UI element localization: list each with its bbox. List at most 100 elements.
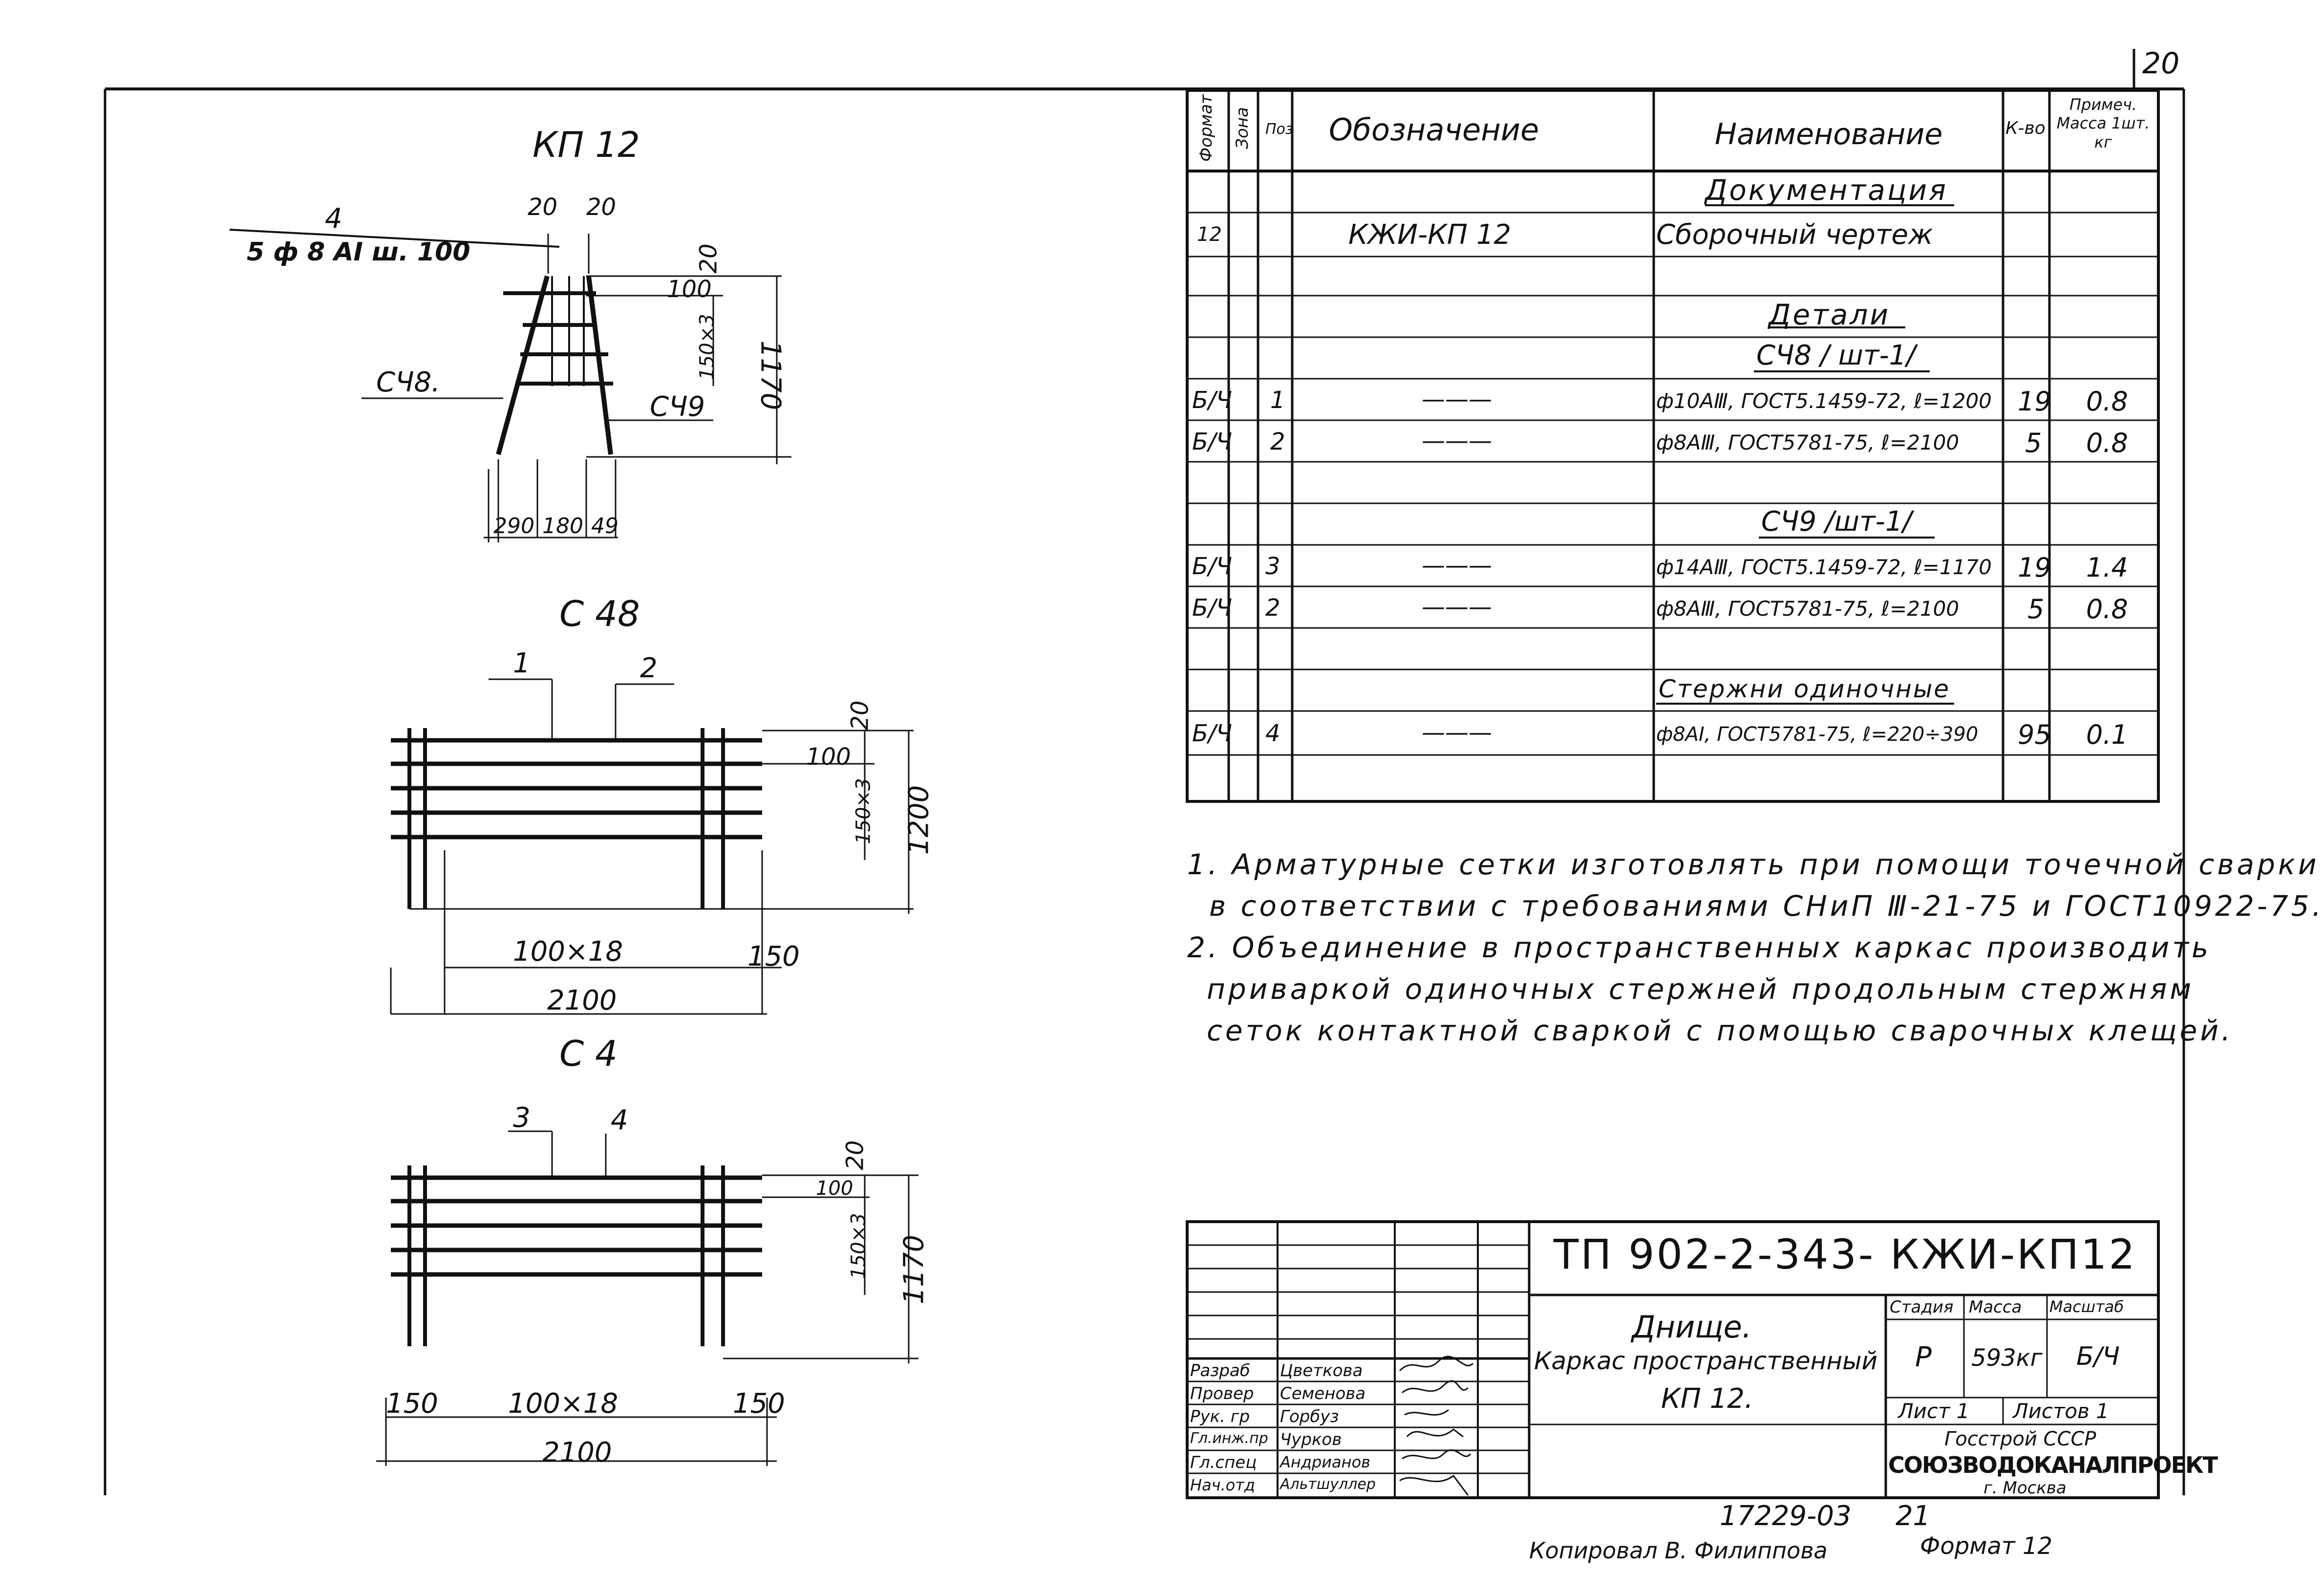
cell-name: Стержни одиночные (1659, 675, 1951, 703)
page-number: 20 (2142, 46, 2180, 81)
c4-dim-20: 20 (841, 1140, 869, 1170)
table-row: Б/Ч 3 ——— ф14AⅢ, ГОСТ5.1459-72, ℓ=1170 1… (1187, 545, 2158, 586)
cell-qty: 5 (2027, 594, 2045, 625)
c48-dim-2100: 2100 (547, 985, 617, 1016)
cell-name: Документация (1705, 173, 1948, 207)
cell-qty: 19 (2018, 552, 2051, 583)
scale-value: Б/Ч (2076, 1342, 2120, 1371)
cell-format: Б/Ч (1192, 553, 1233, 580)
staff-role: Гл.спец (1190, 1453, 1257, 1472)
sheet-format: Формат 12 (1920, 1532, 2053, 1560)
staff-name: Чурков (1280, 1430, 1342, 1449)
cell-qty: 19 (2018, 386, 2051, 417)
cell-pos: 2 (1270, 428, 1285, 455)
staff-name: Семенова (1280, 1384, 1366, 1403)
cell-pos: 3 (1265, 553, 1280, 580)
drawing-linework (104, 49, 2185, 1499)
mass-value: 593кг (1971, 1344, 2043, 1372)
staff-name: Цветкова (1280, 1361, 1363, 1380)
note-line: в соответствии с требованиями СНиП Ⅲ-21-… (1209, 889, 2324, 923)
c4-dim-150x3: 150×3 (847, 1213, 870, 1279)
staff-role: Нач.отд (1190, 1476, 1256, 1494)
staff-role: Рук. гр (1190, 1407, 1250, 1426)
scale-header: Масштаб (2049, 1297, 2124, 1316)
table-row (1187, 628, 2158, 669)
c48-dim-100: 100 (806, 743, 851, 771)
cell-designation: ——— (1422, 719, 1492, 746)
cell-mass: 0.8 (2086, 386, 2128, 417)
cell-designation: ——— (1422, 427, 1492, 454)
kp12-dim-20: 20 (695, 243, 723, 274)
kp12-mark-no: 4 (325, 203, 342, 235)
staff-name: Андрианов (1280, 1453, 1371, 1471)
staff-role: Разраб (1190, 1361, 1250, 1380)
kp12-dim-49: 49 (591, 514, 618, 539)
staff-name: Альтшуллер (1280, 1476, 1376, 1493)
cell-designation: КЖИ-КП 12 (1348, 219, 1512, 251)
cell-format: 12 (1197, 223, 1222, 246)
c48-dim-1200: 1200 (903, 785, 935, 855)
kp12-dim-top-20a: 20 (528, 194, 558, 221)
note-line: сеток контактной сваркой с помощью сваро… (1207, 1014, 2234, 1047)
kp12-left-mesh: СЧ8. (376, 366, 440, 398)
table-row: 12 КЖИ-КП 12 Сборочный чертеж (1187, 213, 2158, 257)
cell-name: СЧ9 /шт-1/ (1761, 506, 1912, 538)
table-row: Документация (1187, 171, 2158, 213)
c48-dim-20: 20 (846, 700, 874, 731)
table-row (1187, 257, 2158, 296)
cell-qty: 95 (2018, 719, 2051, 750)
cell-qty: 5 (2025, 428, 2042, 458)
staff-name: Горбуз (1280, 1407, 1339, 1426)
sheet-value: Лист 1 (1898, 1399, 1970, 1423)
c48-dim-100x18: 100×18 (513, 936, 623, 968)
cell-format: Б/Ч (1192, 720, 1233, 747)
table-row: Б/Ч 1 ——— ф10AⅢ, ГОСТ5.1459-72, ℓ=1200 1… (1187, 379, 2158, 420)
signature-scribbles (1399, 1356, 1474, 1496)
table-row (1187, 462, 2158, 503)
table-row: Детали (1187, 296, 2158, 337)
sheets-value: Листов 1 (2013, 1399, 2109, 1423)
c48-pos-2: 2 (640, 652, 658, 684)
kp12-dim-1170: 1170 (754, 340, 787, 410)
c4-dim-150-left: 150 (386, 1388, 438, 1420)
archive-number: 17229-03 (1720, 1500, 1852, 1532)
cell-format: Б/Ч (1192, 428, 1233, 455)
staff-role: Провер (1190, 1384, 1254, 1403)
cell-name: ф14AⅢ, ГОСТ5.1459-72, ℓ=1170 (1656, 555, 1992, 579)
title-line-2: Каркас пространственный (1534, 1347, 1878, 1375)
c4-dim-100: 100 (816, 1177, 853, 1200)
kp12-right-mesh: СЧ9 (650, 391, 705, 423)
staff-role: Гл.инж.пр (1190, 1430, 1268, 1447)
spec-header-designation: Обозначение (1329, 112, 1539, 148)
sketch-title-c4: С 4 (559, 1033, 618, 1074)
table-row (1187, 755, 2158, 799)
cell-mass: 0.8 (2086, 594, 2128, 625)
stage-value: Р (1915, 1341, 1932, 1373)
spec-header-name: Наименование (1715, 117, 1943, 151)
c4-dim-2100: 2100 (542, 1437, 612, 1468)
title-line-3: КП 12. (1661, 1383, 1753, 1415)
kp12-dim-top-20b: 20 (586, 194, 617, 221)
cell-name: Сборочный чертеж (1656, 219, 1933, 251)
cell-format: Б/Ч (1192, 387, 1233, 414)
table-row: СЧ8 / шт-1/ (1187, 337, 2158, 379)
cell-pos: 1 (1270, 387, 1285, 414)
cell-name: ф8AⅢ, ГОСТ5781-75, ℓ=2100 (1656, 597, 1960, 621)
spec-header-zone: Зона (1232, 107, 1252, 149)
cell-name: ф8AI, ГОСТ5781-75, ℓ=220÷390 (1656, 723, 1979, 746)
org-line-2: СОЮЗВОДОКАНАЛПРОЕКТ (1888, 1452, 2218, 1478)
cell-pos: 2 (1265, 594, 1280, 622)
c48-dim-150: 150 (747, 941, 800, 972)
c4-dim-100x18: 100×18 (508, 1388, 618, 1420)
cell-format: Б/Ч (1192, 594, 1233, 622)
c4-dim-150-right: 150 (733, 1388, 785, 1420)
cell-name: ф8AⅢ, ГОСТ5781-75, ℓ=2100 (1656, 431, 1960, 454)
org-line-3: г. Москва (1983, 1478, 2067, 1498)
cell-name: Детали (1769, 298, 1891, 331)
cell-pos: 4 (1265, 720, 1280, 747)
c48-dim-150x3: 150×3 (852, 778, 875, 844)
note-line: 2. Объединение в пространственных каркас… (1187, 931, 2212, 964)
mass-header: Масса (1969, 1297, 2022, 1317)
cell-mass: 1.4 (2086, 552, 2128, 583)
cell-designation: ——— (1422, 593, 1492, 621)
